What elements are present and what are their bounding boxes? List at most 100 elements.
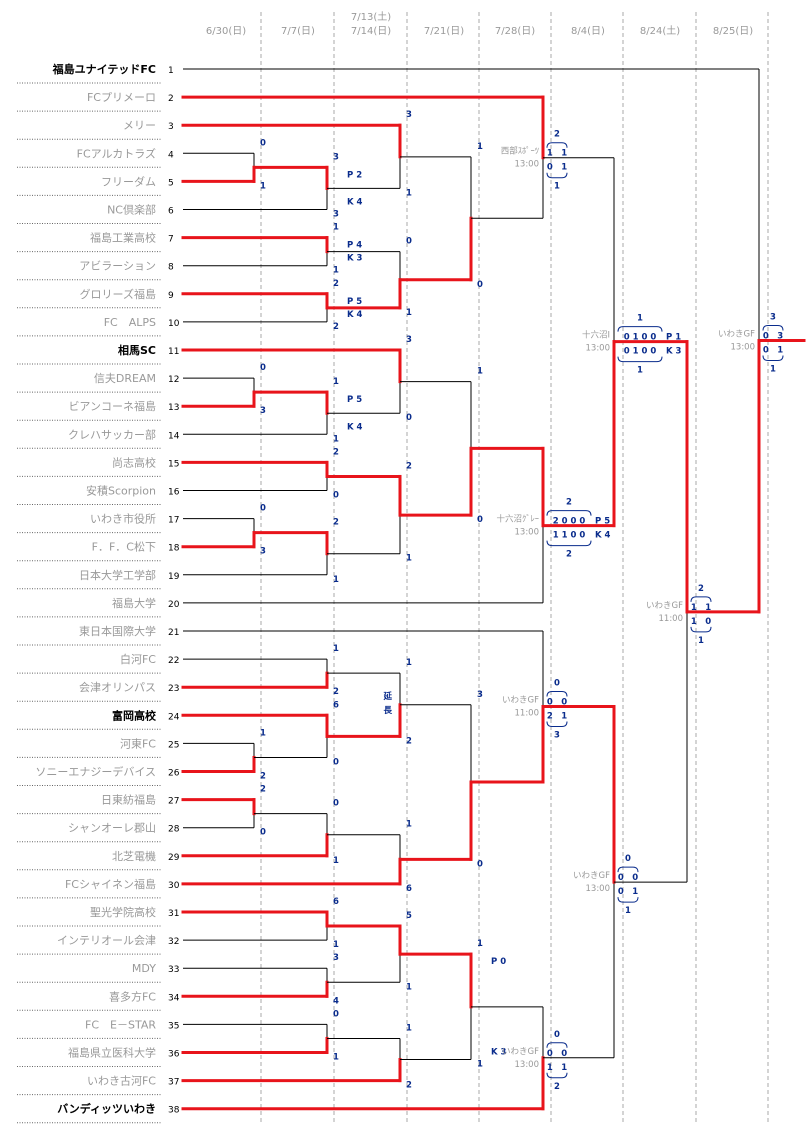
venue-label: いわきGF: [502, 1047, 539, 1057]
team-seed: 11: [168, 347, 179, 357]
score-halves: 1 1 0 0: [553, 531, 586, 541]
score-label: 1: [406, 820, 412, 830]
score-label: 1: [260, 181, 266, 191]
date-grid: [260, 12, 769, 1125]
score-label: 1: [333, 223, 339, 233]
score-halves: 0 3: [763, 331, 783, 341]
team-seed: 4: [168, 150, 174, 160]
score-label: 2: [333, 687, 339, 697]
date-label: 8/25(日): [713, 26, 753, 37]
score-label: 2: [406, 461, 412, 471]
score-label: 3: [333, 152, 339, 162]
score-label: 0: [406, 413, 412, 423]
score-total: 1: [698, 636, 704, 646]
score-label: 1: [333, 856, 339, 866]
team-name: バンディッツいわき: [57, 1102, 156, 1116]
score-label: 3: [260, 547, 266, 557]
team-seed: 14: [168, 431, 180, 441]
score-label: 5: [406, 911, 412, 921]
score-label: 3: [260, 406, 266, 416]
team-name: FCアルカトラズ: [77, 146, 156, 160]
team-seed: 24: [168, 712, 180, 722]
pk-label: K 3: [347, 254, 363, 264]
score-label: 3: [477, 690, 483, 700]
team-seed: 15: [168, 459, 179, 469]
team-name: シャンオーレ郡山: [68, 822, 156, 835]
score-brace: [546, 142, 568, 148]
team-name: ビアンコーネ福島: [68, 399, 156, 413]
team-seed: 31: [168, 909, 179, 919]
score-halves: 1 0: [691, 617, 711, 627]
score-total: 1: [625, 906, 631, 916]
team-name: メリー: [123, 119, 156, 132]
team-seed: 23: [168, 684, 179, 694]
team-seed: 12: [168, 375, 179, 385]
score-label: 1: [333, 644, 339, 654]
score-total: 1: [637, 366, 643, 376]
date-label: 8/24(土): [640, 24, 680, 37]
score-halves: 1 1: [691, 603, 711, 613]
team-name: 福島大学: [112, 596, 156, 610]
team-seed: 16: [168, 488, 180, 498]
date-label: 7/14(日): [351, 26, 391, 37]
score-brace: [617, 897, 639, 903]
score-brace: [546, 721, 568, 728]
team-seed: 29: [168, 853, 180, 863]
team-name: FCシャイネン福島: [65, 877, 156, 891]
team-seed: 34: [168, 993, 180, 1003]
team-name: FCプリメーロ: [87, 91, 156, 104]
score-brace: [617, 866, 639, 873]
score-brace: [546, 1042, 568, 1048]
venue-label: いわきGF: [646, 601, 683, 611]
score-total: 0: [554, 1030, 560, 1040]
score-label: 1: [406, 658, 412, 668]
team-name: 福島工業高校: [90, 231, 156, 245]
score-halves: 0 1: [763, 345, 783, 355]
team-seed: 19: [168, 572, 180, 582]
team-seed: 36: [168, 1050, 180, 1060]
pk-label: P 0: [491, 957, 506, 967]
pk-label: K 3: [491, 1048, 507, 1058]
score-label: 1: [333, 434, 339, 444]
team-name: 北芝電機: [112, 849, 156, 863]
team-seed: 30: [168, 881, 180, 891]
team-seed: 7: [168, 235, 174, 245]
score-label: 0: [333, 757, 339, 767]
score-label: 1: [406, 308, 412, 318]
score-label: 0: [477, 859, 483, 869]
score-halves: 0 0: [547, 698, 567, 708]
note-label: 長: [383, 705, 392, 716]
team-seed: 35: [168, 1021, 179, 1031]
team-name: F．F．C松下: [92, 540, 156, 554]
team-name: 信夫DREAM: [94, 372, 156, 385]
venue-label: 十六沼Ⅰ: [582, 330, 610, 341]
team-name: 日本大学工学部: [79, 568, 156, 582]
team-name: FC E－STAR: [85, 1018, 156, 1031]
score-brace: [690, 596, 712, 602]
team-name: 日東紡福島: [101, 793, 156, 807]
team-seed: 5: [168, 178, 174, 188]
score-label: 3: [333, 953, 339, 963]
team-seed: 8: [168, 263, 174, 273]
team-seed: 6: [168, 207, 174, 217]
score-label: 0: [260, 138, 266, 148]
score-label: 2: [406, 1081, 412, 1091]
note-label: 延: [382, 691, 392, 702]
score-label: 1: [477, 367, 483, 377]
score-label: 3: [406, 110, 412, 120]
score-label: 6: [333, 700, 339, 710]
score-label: 6: [333, 897, 339, 907]
pk-label: K 4: [347, 422, 363, 432]
score-total: 3: [770, 312, 776, 322]
score-label: 1: [333, 1053, 339, 1063]
score-halves: 0 1 0 0: [624, 333, 657, 343]
team-name: グロリーズ福島: [80, 287, 156, 301]
score-label: 1: [477, 939, 483, 949]
score-label: 1: [260, 728, 266, 738]
team-name: 喜多方FC: [109, 989, 156, 1003]
time-label: 13:00: [515, 1060, 540, 1070]
team-name: フリーダム: [101, 174, 156, 188]
team-name: 会津オリンパス: [79, 681, 156, 694]
team-name: MDY: [132, 962, 156, 975]
